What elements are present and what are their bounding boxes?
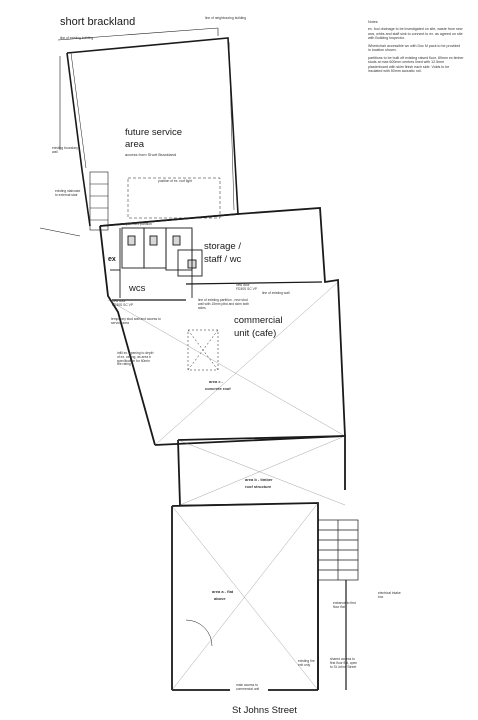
- main-access-label: main access to commercial unit: [236, 683, 260, 691]
- notes-item: partitions to be built off existing rais…: [368, 55, 464, 74]
- flat-stair: [317, 519, 359, 690]
- new-door-label-1: new door FD30S SC VP: [112, 299, 134, 307]
- notes-block: Notes: ex. foul drainage to be investiga…: [368, 20, 464, 77]
- roof-light-outline: [127, 177, 221, 219]
- area-a-label-2: above: [214, 596, 226, 601]
- existing-stair: [89, 171, 109, 231]
- cafe-hatch: [187, 329, 219, 371]
- partition-label: line of existing partition - new stud wa…: [198, 298, 250, 310]
- notes-item: ex. foul drainage to be investigated on …: [368, 27, 463, 41]
- stairs-note-label: existing staircase to external stair: [55, 189, 81, 197]
- fire-exit-label: existing fire exit only: [298, 659, 315, 667]
- electrical-label: electrical intake box: [378, 591, 401, 599]
- neighbour-label: line of neighbouring building: [205, 16, 247, 20]
- area-c-diagonals: [107, 281, 346, 446]
- infill-label: infill ex. opening to depth of ex. ceili…: [117, 351, 154, 367]
- area-c-label-2: concrete roof: [205, 386, 231, 391]
- future-area-title-2: area: [125, 139, 145, 150]
- temp-wall-label: temporary stud wall and access to servic…: [111, 317, 161, 325]
- neighbour-lines: [39, 27, 219, 237]
- area-b-label-1: area b - timber: [245, 477, 273, 482]
- storage-label-2: staff / wc: [204, 254, 242, 265]
- wc-cubicles: [110, 227, 203, 298]
- boundary-wall-label: existing boundary wall: [52, 146, 78, 154]
- shared-access-label: shared access to first floor flat, open …: [330, 657, 358, 669]
- area-a-diagonals: [171, 502, 319, 691]
- new-door-label-2: new door FD30S SC VP: [236, 283, 258, 291]
- storage-label-1: storage /: [204, 241, 241, 252]
- entrance-label: entrance to first floor flat: [333, 601, 356, 609]
- line-existing-wall-label: line of existing wall: [262, 291, 290, 295]
- street-label-bottom: St Johns Street: [232, 705, 297, 716]
- line-existing-building-label: line of existing building: [60, 36, 94, 40]
- roof-light-note: position of ex. roof light: [158, 179, 192, 183]
- wcs-label: wcs: [129, 283, 146, 294]
- area-b-label-2: roof structure: [245, 484, 272, 489]
- area-c-label-1: area c -: [209, 379, 224, 384]
- future-area-title-1: future service: [125, 127, 183, 138]
- area-b-diagonals: [177, 435, 346, 506]
- door-swing: [185, 619, 213, 647]
- area-a-label-1: area a - flat: [212, 589, 234, 594]
- street-label-top: short brackland: [60, 16, 136, 28]
- notes-heading: Notes:: [368, 20, 379, 24]
- ex-label: ex: [108, 256, 116, 263]
- compartment-label: compartment partition: [120, 222, 152, 226]
- future-area-subtitle: access from Short Brackland: [125, 152, 177, 157]
- notes-item: Wheelchair accessible wc with Doc M pack…: [368, 43, 461, 53]
- commercial-label-1: commercial: [234, 315, 283, 326]
- commercial-label-2: unit (cafe): [234, 328, 277, 339]
